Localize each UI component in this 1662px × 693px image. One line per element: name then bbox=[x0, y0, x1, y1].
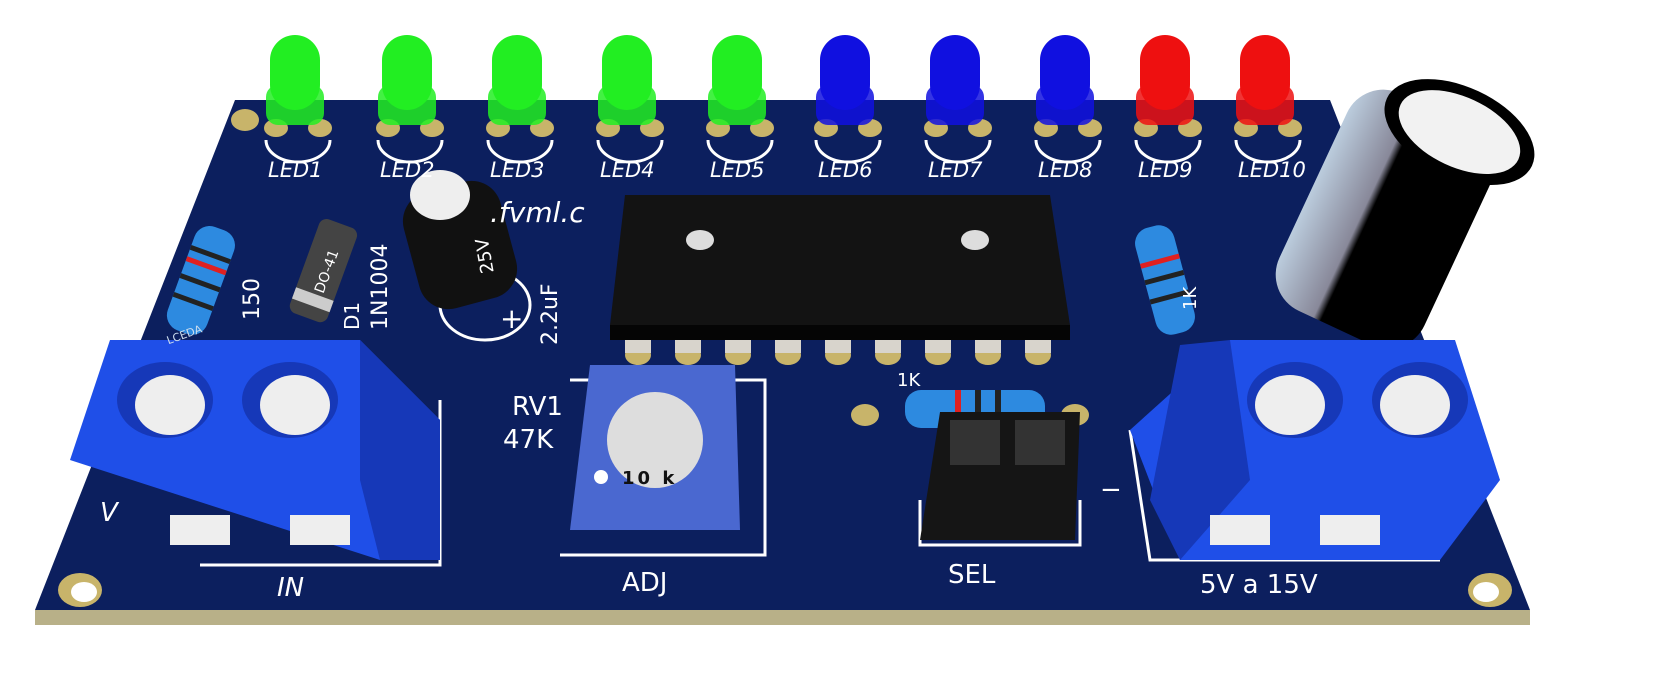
led-4 bbox=[596, 35, 664, 164]
led-label: LED4 bbox=[600, 158, 655, 182]
pot-value-label: 47K bbox=[503, 425, 554, 455]
diode bbox=[289, 219, 358, 323]
led-6 bbox=[814, 35, 882, 164]
potentiometer-rv1 bbox=[560, 365, 767, 557]
jumper-sel bbox=[918, 412, 1082, 547]
cap-value-label: 2.2uF bbox=[538, 283, 563, 345]
r1-value-label: 150 bbox=[240, 278, 265, 320]
url-silkscreen: .fvml.c bbox=[490, 196, 585, 229]
diode-part-label: 1N1004 bbox=[368, 243, 393, 330]
v-label: V bbox=[100, 498, 118, 528]
pot-ref-label: RV1 bbox=[512, 392, 563, 422]
cap-polarity-label: + bbox=[500, 302, 524, 335]
mounting-hole bbox=[231, 109, 259, 131]
diode-ref-label: D1 bbox=[340, 301, 364, 330]
r-right-value-label: 1K bbox=[1180, 286, 1201, 310]
led-2 bbox=[376, 35, 444, 164]
in-label: IN bbox=[277, 573, 305, 603]
led-label: LED9 bbox=[1138, 158, 1193, 182]
pot-marking: 10 k bbox=[622, 468, 678, 489]
led-label: LED1 bbox=[268, 158, 323, 182]
terminal-block-supply[interactable] bbox=[1128, 340, 1500, 562]
terminal-block-in[interactable] bbox=[70, 340, 442, 567]
led-9 bbox=[1134, 35, 1202, 164]
resistor-r1 bbox=[166, 225, 235, 335]
sel-label: SEL bbox=[948, 560, 996, 590]
led-7 bbox=[924, 35, 992, 164]
minus-label: − bbox=[1100, 475, 1122, 505]
pcb-board-edge bbox=[35, 610, 1530, 625]
led-8 bbox=[1034, 35, 1102, 164]
led-label: LED5 bbox=[710, 158, 765, 182]
led-label: LED7 bbox=[928, 158, 983, 182]
led-label: LED3 bbox=[490, 158, 545, 182]
led-10 bbox=[1234, 35, 1302, 164]
resistor-right bbox=[1135, 225, 1195, 335]
led-3 bbox=[486, 35, 554, 164]
electrolytic-capacitor-small bbox=[402, 170, 532, 342]
r-bottom-value-label: 1K bbox=[897, 370, 921, 391]
led-label: LED6 bbox=[818, 158, 873, 182]
electrolytic-capacitor-large bbox=[1275, 79, 1535, 349]
led-label: LED8 bbox=[1038, 158, 1093, 182]
supply-voltage-label: 5V a 15V bbox=[1200, 570, 1318, 600]
led-1 bbox=[264, 35, 332, 164]
ic-chip bbox=[610, 195, 1070, 365]
led-label: LED2 bbox=[380, 158, 435, 182]
adj-label: ADJ bbox=[622, 568, 668, 598]
led-label: LED10 bbox=[1238, 158, 1306, 182]
led-5 bbox=[706, 35, 774, 164]
